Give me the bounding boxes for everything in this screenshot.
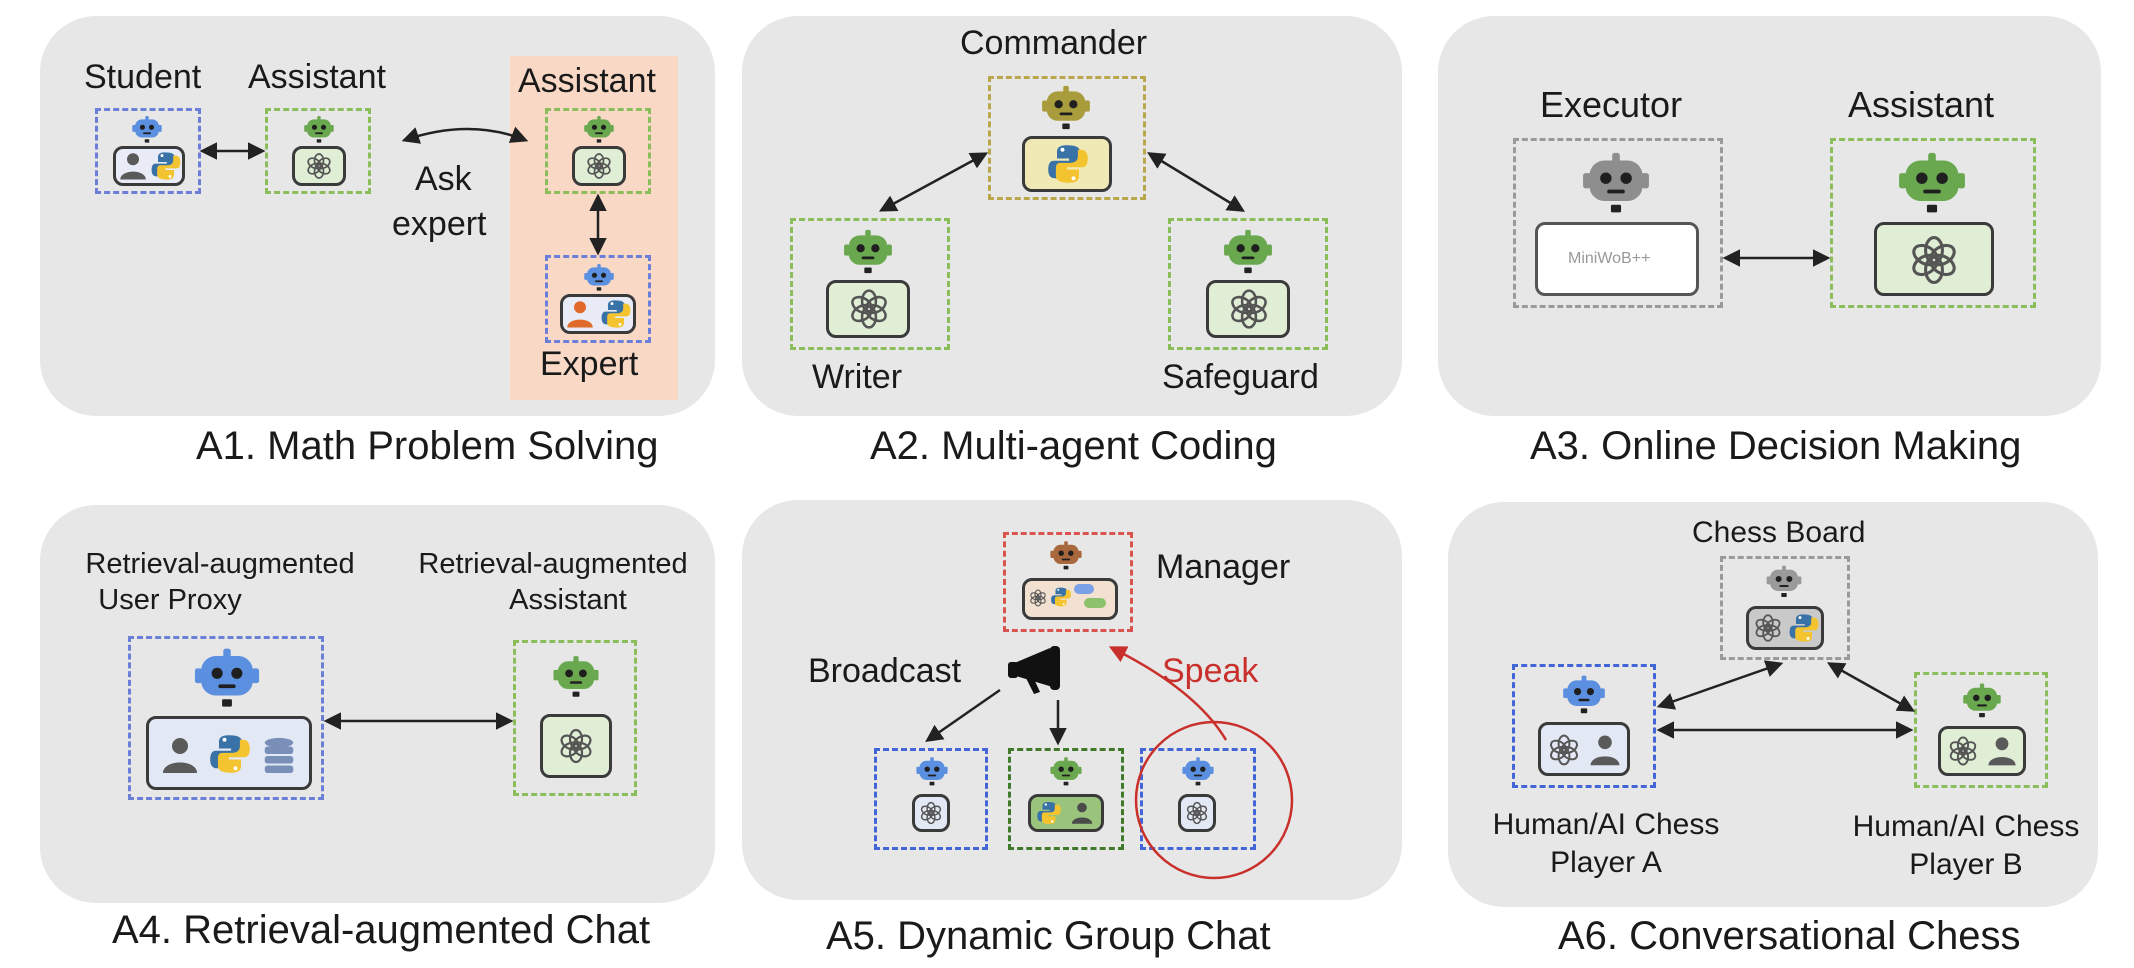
caption-a3: A3. Online Decision Making: [1530, 424, 2022, 468]
caption-a6: A6. Conversational Chess: [1558, 914, 2021, 958]
broadcast-arrow-left: [925, 688, 1001, 742]
assistant-card: [292, 146, 346, 186]
mini-agent-green-pill: [1084, 598, 1106, 608]
writer-label: Writer: [812, 358, 903, 396]
user-proxy-label-line1: Retrieval-augmented: [85, 548, 355, 580]
caption-a2: A2. Multi-agent Coding: [870, 424, 1277, 468]
manager-agent-box: [1003, 532, 1133, 632]
commander-writer-arrow: [878, 152, 989, 212]
commander-safeguard-arrow: [1147, 152, 1245, 212]
ask-expert-arrow: [401, 126, 529, 144]
expert-word-label: expert: [392, 205, 487, 243]
caption-a4: A4. Retrieval-augmented Chat: [112, 908, 651, 952]
player-a-board-arrow: [1656, 660, 1784, 710]
safeguard-agent-box: [1168, 218, 1328, 350]
player-a-label-line1: Human/AI Chess: [1492, 808, 1720, 841]
retrieval-assistant-label-line1: Retrieval-augmented: [418, 548, 688, 580]
member-agent-box-2: [1008, 748, 1124, 850]
chess-board-agent-box: [1720, 556, 1850, 660]
member-card-1: [912, 794, 950, 832]
assistant-expert-side-label: Assistant: [518, 62, 656, 100]
chess-board-label: Chess Board: [1692, 516, 1866, 549]
assistant-agent-box: [1830, 138, 2036, 308]
user-proxy-label-line2: User Proxy: [98, 584, 242, 616]
member-agent-box-3: [1140, 748, 1256, 850]
caption-a5: A5. Dynamic Group Chat: [826, 914, 1271, 958]
player-a-agent-box: [1512, 664, 1656, 788]
executor-label: Executor: [1540, 84, 1683, 125]
broadcast-label: Broadcast: [808, 652, 962, 690]
player-b-label-line1: Human/AI Chess: [1852, 810, 2080, 843]
assistant-label: Assistant: [248, 58, 386, 96]
assistant-card: [1874, 222, 1994, 296]
expert-agent-box: [545, 255, 651, 343]
student-label: Student: [84, 58, 202, 96]
manager-label: Manager: [1156, 548, 1291, 586]
assistant-expert-card: [572, 146, 626, 186]
panel-a3: [1438, 16, 2101, 416]
player-b-label-line2: Player B: [1909, 848, 2023, 881]
speak-arrow: [1108, 646, 1228, 741]
speak-label: Speak: [1162, 652, 1259, 690]
megaphone-icon: [1008, 646, 1060, 694]
retrieval-assistant-agent-box: [513, 640, 637, 796]
member-card-3: [1178, 794, 1216, 832]
panel-a5: [742, 500, 1402, 900]
executor-agent-box: [1513, 138, 1723, 308]
writer-agent-box: [790, 218, 950, 350]
retrieval-assistant-label-line2: Assistant: [509, 584, 627, 616]
panel-a4: [40, 505, 715, 903]
safeguard-label: Safeguard: [1162, 358, 1319, 396]
member-agent-box-1: [874, 748, 988, 850]
commander-agent-box: [988, 76, 1146, 200]
user-proxy-agent-box: [128, 636, 324, 800]
mini-agent-blue-pill: [1074, 584, 1094, 594]
commander-label: Commander: [960, 24, 1148, 62]
miniwob-card: [1535, 222, 1699, 296]
player-b-agent-box: [1914, 672, 2048, 788]
assistant-label: Assistant: [1848, 84, 1995, 125]
miniwob-label: MiniWoB++: [1568, 250, 1651, 267]
speaker-highlight-circle: [1134, 720, 1294, 880]
expert-label: Expert: [540, 345, 639, 383]
assistant-agent-box: [265, 108, 371, 194]
assistant-expert-box: [545, 108, 651, 194]
ask-label: Ask: [415, 160, 472, 198]
caption-a1: A1. Math Problem Solving: [196, 424, 659, 468]
retrieval-assistant-card: [540, 714, 612, 778]
board-player-b-arrow: [1826, 662, 1916, 712]
player-b-card: [1938, 726, 2026, 776]
player-a-label-line2: Player A: [1550, 846, 1662, 879]
